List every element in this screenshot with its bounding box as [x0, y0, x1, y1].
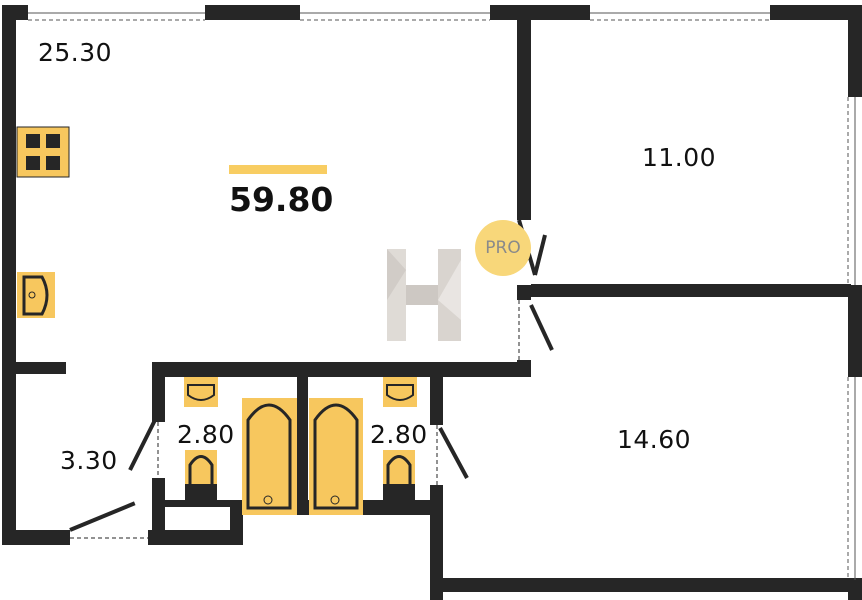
total-area-accent-bar — [229, 165, 327, 174]
windows — [28, 12, 856, 580]
room-area-hallway: 3.30 — [60, 446, 118, 475]
room-area-bedroom-2: 14.60 — [617, 425, 692, 454]
room-area-bathroom-1: 2.80 — [177, 420, 235, 449]
kitchen-stove-icon — [16, 126, 70, 178]
bathtub-icon — [242, 398, 363, 515]
logo-watermark-icon — [387, 249, 461, 341]
room-area-living-kitchen: 25.30 — [38, 38, 113, 67]
washbasin-icon — [184, 377, 417, 407]
kitchen-sink-icon — [17, 272, 55, 318]
pro-badge: PRO — [475, 220, 531, 276]
total-area: 59.80 — [229, 180, 334, 219]
walls — [2, 5, 862, 600]
room-area-bedroom-1: 11.00 — [642, 143, 717, 172]
toilet-icon — [185, 450, 415, 500]
room-area-bathroom-2: 2.80 — [370, 420, 428, 449]
